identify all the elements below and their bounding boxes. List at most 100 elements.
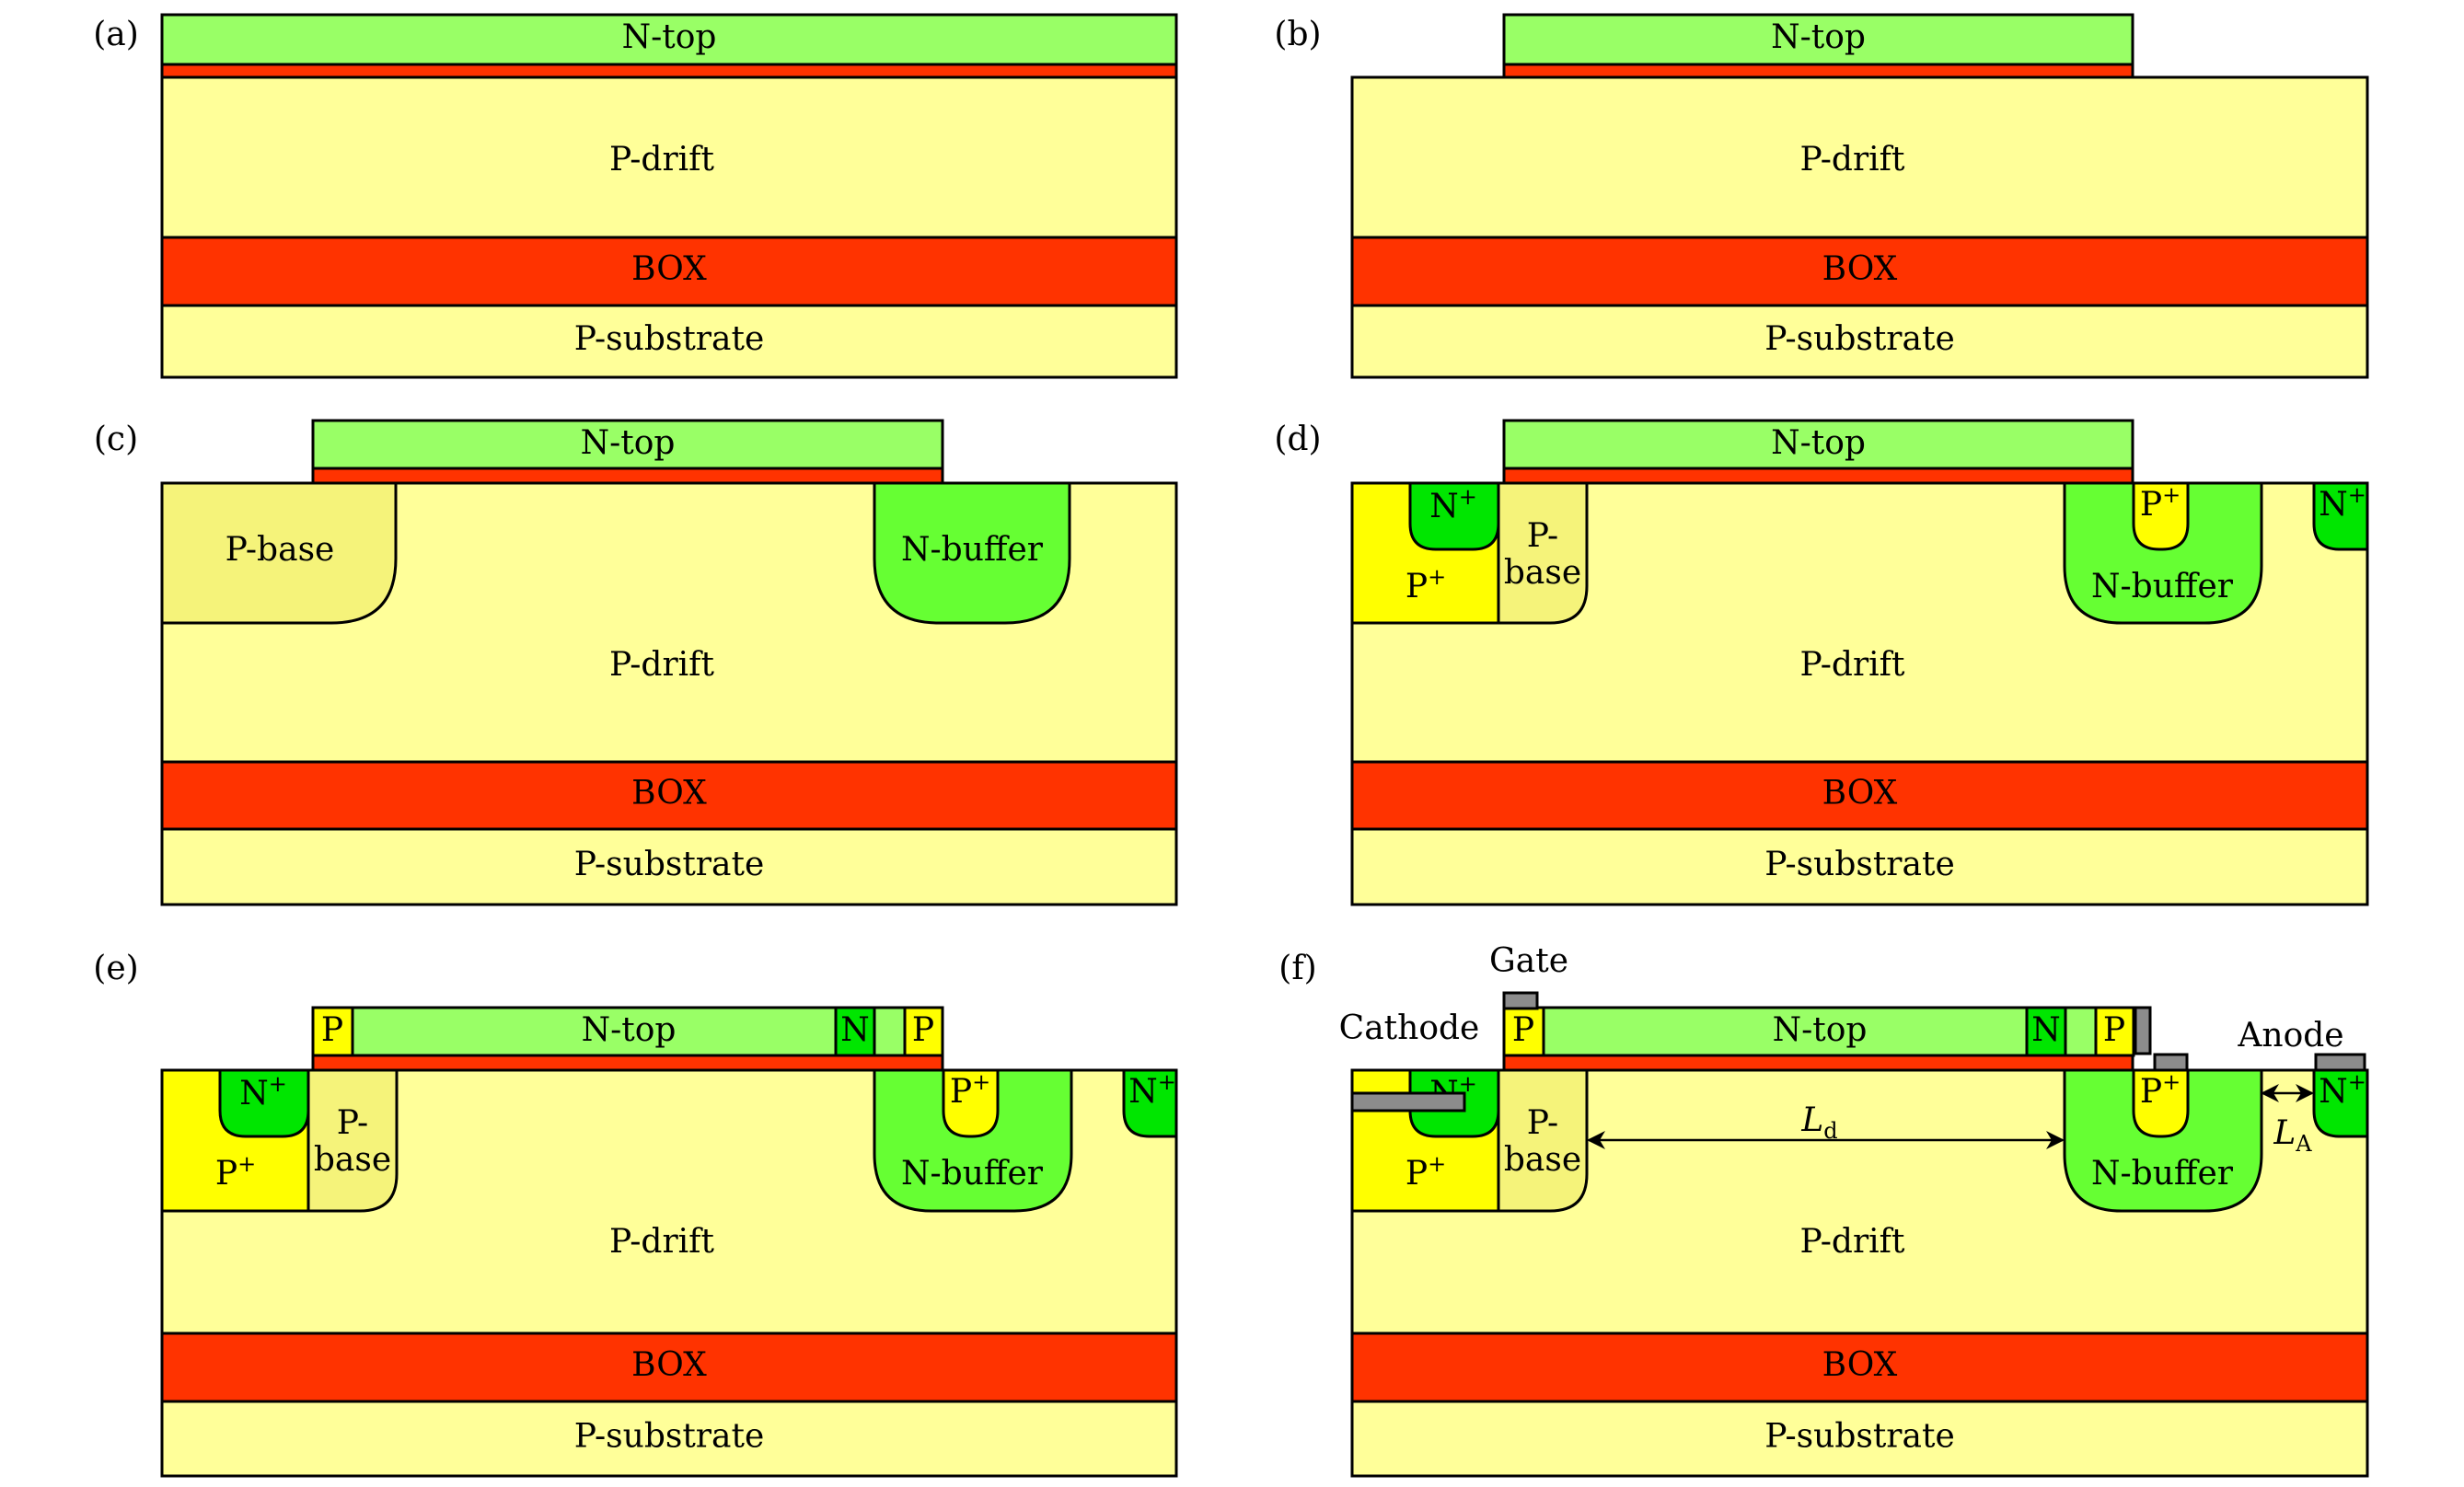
cathode-electrode	[1350, 1091, 1466, 1112]
box-layer	[1350, 236, 2369, 307]
p-base-label-line1: P-	[1527, 517, 1558, 555]
la-label: LA	[2273, 1114, 2312, 1157]
p-drift-label: P-drift	[609, 141, 715, 179]
p-plus-anode-label: P+	[2140, 482, 2181, 524]
n-top-layer	[160, 13, 1178, 66]
p-base-region	[1497, 1070, 1589, 1213]
panel-label: (a)	[93, 16, 139, 53]
panel-outline	[160, 481, 1178, 906]
p-base-region	[307, 1070, 399, 1213]
anode-label: Anode	[2237, 1017, 2343, 1055]
p-plus-anode-region	[2132, 1070, 2190, 1138]
gate-p-left-label: P	[321, 1011, 343, 1049]
panel-outline	[1350, 481, 2369, 906]
p-plus-anode-label-sup: +	[972, 1069, 990, 1095]
p-drift-label: P-drift	[1800, 141, 1906, 179]
p-plus-anode-label-main: P	[950, 1073, 972, 1111]
ld-label-main: L	[1800, 1101, 1823, 1139]
n-top-layer	[1502, 419, 2134, 470]
p-substrate-label: P-substrate	[1764, 320, 1955, 358]
gate-n-label: N	[2031, 1011, 2061, 1049]
panel-label: (d)	[1274, 421, 1321, 458]
gate-p-left-label: P	[1512, 1011, 1534, 1049]
n-plus-anode-label-sup: +	[1158, 1069, 1176, 1095]
p-plus-cathode-label-main: P	[215, 1155, 237, 1193]
p-substrate-label: P-substrate	[1764, 846, 1955, 883]
p-substrate-layer	[160, 304, 1178, 379]
n-top-label: N-top	[1773, 1011, 1868, 1049]
n-buffer-label: N-buffer	[2091, 1155, 2234, 1193]
box-label: BOX	[631, 250, 707, 288]
thin-oxide-layer	[1502, 1054, 2134, 1072]
p-plus-anode-label-main: P	[2140, 486, 2162, 524]
gate-side-electrode	[2134, 1006, 2152, 1055]
n-plus-cathode-region	[1408, 483, 1500, 551]
p-substrate-label: P-substrate	[574, 846, 765, 883]
p-drift-label: P-drift	[1800, 646, 1906, 684]
n-top-label: N-top	[622, 18, 717, 56]
n-plus-anode-label-main: N	[2319, 486, 2348, 524]
n-plus-anode-label-main: N	[1128, 1073, 1158, 1111]
n-buffer-region	[873, 1070, 1073, 1213]
anode-electrode-p-plus	[2153, 1053, 2189, 1072]
n-plus-cathode-label: N+	[239, 1071, 287, 1113]
thin-oxide-layer	[311, 1054, 944, 1072]
p-base-label-line1: P-	[1527, 1104, 1558, 1142]
gate-label: Gate	[1489, 942, 1568, 980]
panel-outline	[1350, 75, 2369, 379]
p-plus-anode-region	[2132, 483, 2190, 551]
n-plus-anode-region	[1122, 1070, 1178, 1138]
ld-label-sub: d	[1823, 1118, 1837, 1144]
p-plus-cathode-label: P+	[215, 1151, 256, 1193]
panel-outline	[1350, 1068, 2369, 1478]
p-plus-cathode-label-main: P	[1406, 1155, 1428, 1193]
n-plus-anode-label: N+	[2319, 482, 2366, 524]
n-plus-anode-label-sup: +	[2348, 482, 2366, 508]
n-top-label: N-top	[582, 1011, 677, 1049]
panel-label: (b)	[1274, 16, 1321, 53]
p-base-label-line2: base	[1504, 554, 1581, 592]
panel-label: (c)	[94, 421, 138, 458]
gate-p-right-label: P	[2103, 1011, 2125, 1049]
p-base-label-line2: base	[1504, 1141, 1581, 1179]
p-plus-cathode-label: P+	[1406, 1151, 1446, 1193]
p-plus-anode-label-sup: +	[2162, 1069, 2181, 1095]
gate-p-right-label: P	[912, 1011, 934, 1049]
p-plus-anode-label: P+	[2140, 1069, 2181, 1112]
p-substrate-label: P-substrate	[1764, 1418, 1955, 1456]
panel-outline	[160, 1068, 1178, 1478]
box-label: BOX	[1822, 250, 1898, 288]
p-plus-anode-label-main: P	[2140, 1073, 2162, 1111]
p-drift-label: P-drift	[609, 646, 715, 684]
n-buffer-region	[873, 483, 1071, 625]
panel-outline	[160, 75, 1178, 379]
p-base-region	[1497, 483, 1589, 625]
p-drift-label: P-drift	[609, 1223, 715, 1261]
n-plus-cathode-label-main: N	[239, 1075, 269, 1112]
p-plus-cathode-label-sup: +	[237, 1151, 256, 1177]
n-plus-anode-label: N+	[2319, 1069, 2366, 1112]
n-plus-cathode-label-sup: +	[269, 1071, 287, 1097]
box-label: BOX	[1822, 1346, 1898, 1384]
n-plus-anode-label: N+	[1128, 1069, 1176, 1112]
anode-electrode-n-plus	[2314, 1053, 2366, 1072]
n-plus-cathode-label-main: N	[1429, 488, 1459, 525]
n-plus-cathode-region	[218, 1070, 310, 1138]
p-substrate-label: P-substrate	[574, 1418, 765, 1456]
p-plus-cathode-label: P+	[1406, 564, 1446, 606]
n-buffer-label: N-buffer	[901, 531, 1044, 569]
n-plus-cathode-label-sup: +	[1459, 484, 1477, 510]
n-top-label: N-top	[1771, 424, 1866, 462]
p-base-label: P-base	[226, 531, 335, 569]
n-top-label: N-top	[581, 424, 676, 462]
p-plus-cathode-label-sup: +	[1428, 564, 1446, 590]
n-buffer-region	[2063, 1070, 2263, 1213]
box-layer	[160, 236, 1178, 307]
n-buffer-label: N-buffer	[901, 1155, 1044, 1193]
p-drift-label: P-drift	[1800, 1223, 1906, 1261]
